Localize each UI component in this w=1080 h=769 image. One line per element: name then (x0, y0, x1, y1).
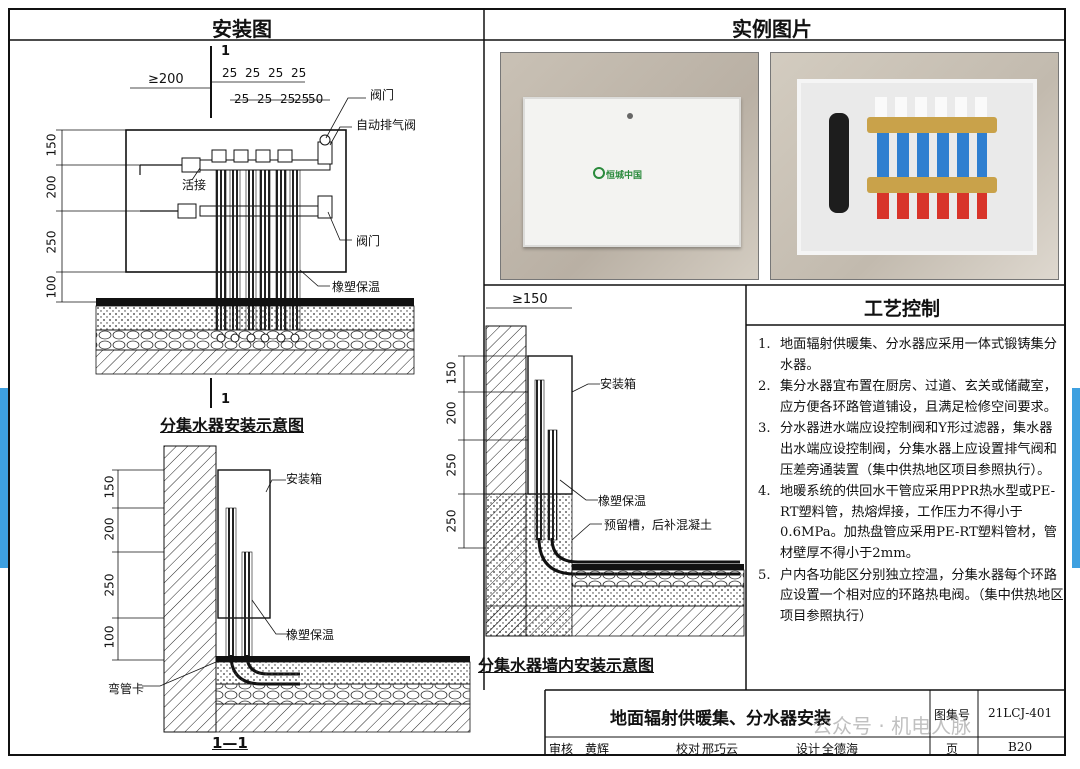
wall-label-box: 安装箱 (600, 377, 637, 391)
process-item-text: 地暖系统的供回水干管应采用PPR热水型或PE-RT塑料管，热熔焊接，工作压力不得… (780, 484, 1057, 561)
dim-spacing-low-3: 25 (280, 92, 296, 106)
left-side-tab (0, 388, 8, 568)
designer-name: 全德海 (822, 742, 859, 756)
red-loop-pipes (877, 193, 987, 219)
dim-spacing-4: 25 (291, 66, 307, 80)
check-label: 校对 (676, 742, 701, 756)
dim-min-200: ≥200 (148, 72, 184, 87)
reviewer-signature (621, 740, 667, 756)
install-diagram-title: 安装图 (212, 17, 272, 41)
section-mark-top: 1 (221, 44, 231, 59)
process-item: 4. 地暖系统的供回水干管应采用PPR热水型或PE-RT塑料管，热熔焊接，工作压力… (758, 482, 1064, 564)
wall-dim-v-250b: 250 (444, 509, 459, 533)
process-item-num: 4. (758, 484, 771, 500)
dim-spacing-1: 25 (222, 66, 238, 80)
checker-signature (749, 740, 799, 756)
brand-logo-text: 恒城中国 (606, 171, 643, 181)
process-item: 3. 分水器进水端应设控制阀和Y形过滤器，集水器出水端应设控制阀，分集水器上应设置… (758, 419, 1064, 481)
dim-spacing-low-4: 25 (294, 92, 310, 106)
label-auto-vent: 自动排气阀 (356, 118, 417, 132)
sec-label-box: 安装箱 (286, 472, 323, 486)
checker-name: 邢巧云 (702, 742, 739, 756)
wall-dim-v-250a: 250 (444, 453, 459, 477)
manifold-brass-upper (867, 117, 997, 133)
design-label: 设计 (796, 742, 821, 756)
wall-label-insulation: 橡塑保温 (598, 494, 647, 508)
section-mark-bottom: 1 (221, 392, 231, 407)
label-union: 活接 (182, 178, 207, 192)
brand-logo-icon (593, 167, 605, 179)
dim-spacing-3: 25 (268, 66, 284, 80)
manifold-front-diagram (56, 46, 415, 408)
process-item: 1. 地面辐射供暖集、分水器应采用一体式锻铸集分水器。 (758, 335, 1064, 376)
section-1-1-diagram (112, 445, 471, 733)
label-valve-bottom: 阀门 (356, 234, 381, 248)
atlas-number: 21LCJ-401 (988, 706, 1053, 720)
dim-spacing-low-2: 25 (257, 92, 273, 106)
wall-dim-v-150: 150 (444, 361, 459, 385)
manifold-brass-lower (867, 177, 997, 193)
loop-pipes (215, 169, 301, 331)
example-photo-closed-box: 恒城中国 (500, 52, 759, 280)
dim-end-50: 50 (308, 92, 324, 106)
process-item: 5. 户内各功能区分别独立控温，分集水器每个环路应设置一个相对应的环路热电阀。（集… (758, 566, 1064, 628)
process-list: 1. 地面辐射供暖集、分水器应采用一体式锻铸集分水器。 2. 集分水器宜布置在厨房、… (758, 335, 1064, 628)
page-label: 页 (946, 742, 959, 756)
process-item-text: 地面辐射供暖集、分水器应采用一体式锻铸集分水器。 (780, 337, 1057, 373)
example-photo-title: 实例图片 (732, 17, 812, 41)
review-label: 审核 (549, 742, 574, 756)
reviewer-name: 黄辉 (585, 742, 610, 756)
wall-dim-v-200: 200 (444, 401, 459, 425)
dim-spacing-low-1: 25 (234, 92, 250, 106)
section-caption: 1—1 (212, 734, 248, 752)
designer-signature (869, 740, 919, 756)
front-diagram-caption: 分集水器安装示意图 (160, 416, 305, 435)
sec-label-insulation: 橡塑保温 (286, 628, 335, 642)
example-photo-open-box (770, 52, 1059, 280)
closed-box-panel (523, 97, 741, 247)
blue-loop-pipes (877, 133, 987, 177)
sec-label-pipe-clip: 弯管卡 (108, 682, 145, 696)
process-item-text: 集分水器宜布置在厨房、过道、玄关或储藏室，应方便各环路管道铺设，且满足检修空间要… (780, 379, 1057, 415)
wall-dim-150: ≥150 (512, 292, 548, 307)
process-item-text: 分水器进水端应设控制阀和Y形过滤器，集水器出水端应设控制阀，分集水器上应设置排气… (780, 421, 1057, 478)
label-insulation: 橡塑保温 (332, 280, 381, 294)
process-item-num: 1. (758, 337, 771, 352)
process-item: 2. 集分水器宜布置在厨房、过道、玄关或储藏室，应方便各环路管道铺设，且满足检修空… (758, 377, 1064, 418)
white-valve-caps (875, 97, 991, 117)
process-item-num: 3. (758, 421, 771, 437)
insulated-pipe (829, 113, 849, 213)
process-item-num: 5. (758, 567, 771, 583)
watermark-text: 公众号 · 机电人脉 (812, 714, 972, 738)
wall-diagram-caption: 分集水器墙内安装示意图 (478, 656, 655, 675)
process-item-num: 2. (758, 379, 771, 395)
wall-label-slot: 预留槽，后补混凝土 (604, 518, 713, 532)
page-number: B20 (1008, 740, 1033, 754)
process-item-text: 户内各功能区分别独立控温，分集水器每个环路应设置一个相对应的环路热电阀。（集中供… (780, 567, 1064, 624)
lock-icon (627, 113, 633, 119)
process-title: 工艺控制 (864, 298, 941, 320)
label-valve-top: 阀门 (370, 88, 395, 102)
drawing-title: 地面辐射供暖集、分水器安装 (610, 709, 831, 729)
right-side-tab (1072, 388, 1080, 568)
atlas-label: 图集号 (934, 708, 971, 722)
dim-spacing-2: 25 (245, 66, 261, 80)
